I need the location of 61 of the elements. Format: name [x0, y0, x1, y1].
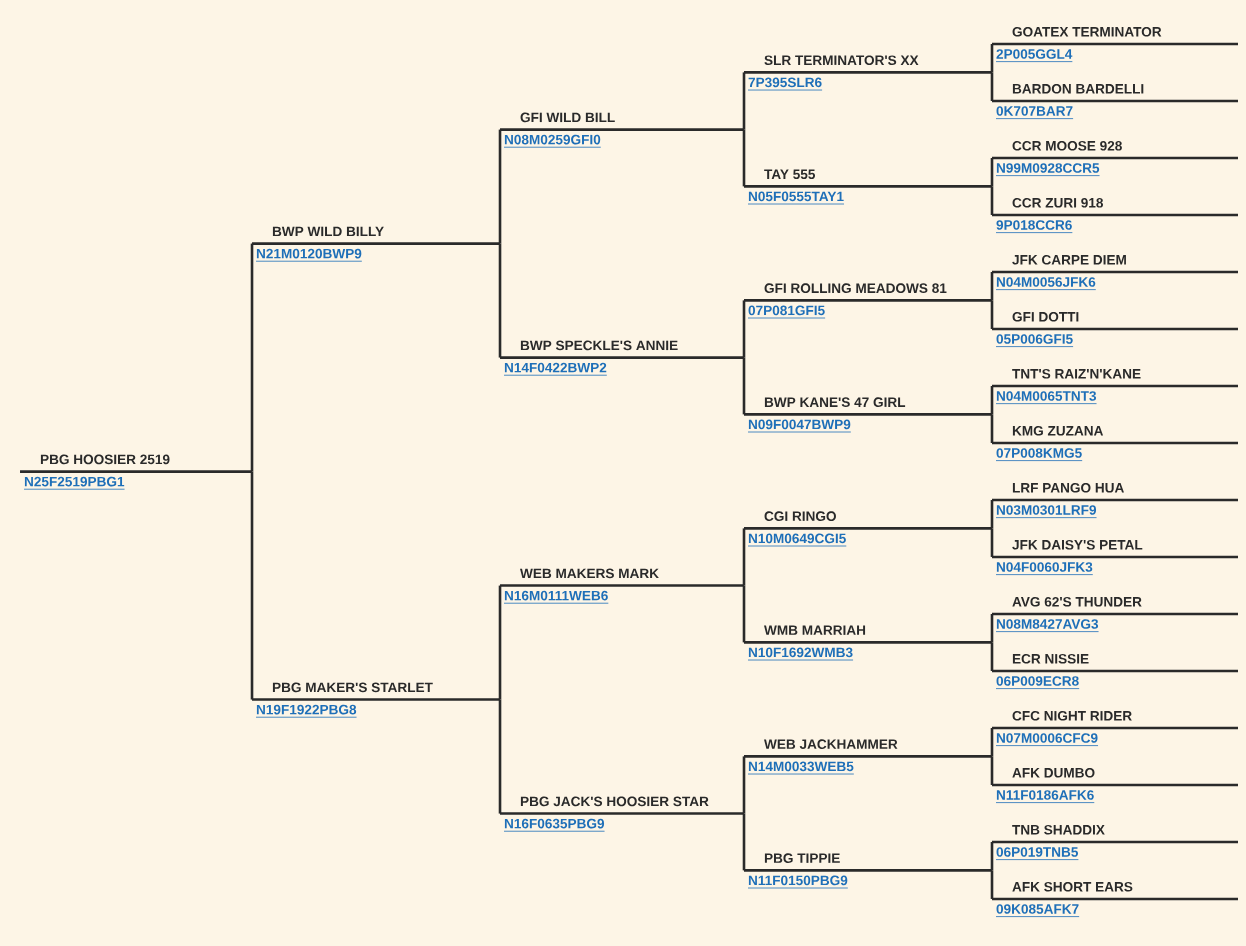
bracket-line	[498, 699, 502, 814]
bracket-line	[742, 813, 746, 871]
pedigree-entry	[500, 112, 744, 148]
pedigree-entry	[744, 397, 992, 433]
pedigree-entry	[992, 27, 1238, 62]
pedigree-entry	[252, 226, 500, 262]
bracket-line	[990, 756, 994, 785]
pedigree-entry	[992, 482, 1238, 519]
pedigree-entry	[992, 254, 1238, 290]
pedigree-entry	[744, 739, 992, 775]
bracket-line	[498, 585, 502, 700]
pedigree-entry	[992, 767, 1238, 803]
pedigree-entry	[744, 55, 992, 91]
bracket-line	[990, 300, 994, 329]
bracket-line	[990, 158, 994, 187]
pedigree-entry	[992, 368, 1238, 405]
pedigree-entry	[500, 568, 744, 604]
pedigree-entry	[992, 824, 1238, 860]
bracket-line	[990, 499, 994, 529]
pedigree-entry	[992, 141, 1238, 176]
bracket-line	[742, 585, 746, 643]
bracket-line	[990, 272, 994, 301]
pedigree-entry	[744, 625, 992, 661]
pedigree-entry	[500, 340, 744, 376]
bracket-line	[742, 72, 746, 130]
bracket-line	[498, 243, 502, 358]
bracket-line	[250, 471, 254, 700]
pedigree-entry	[744, 169, 992, 205]
pedigree-entry	[992, 197, 1238, 233]
pedigree-entry	[744, 283, 992, 319]
bracket-line	[990, 642, 994, 671]
pedigree-entry	[744, 511, 992, 547]
pedigree-entry	[500, 796, 744, 832]
bracket-line	[990, 386, 994, 415]
bracket-line	[742, 756, 746, 814]
bracket-line	[990, 841, 994, 871]
pedigree-entry	[992, 311, 1238, 347]
bracket-line	[742, 357, 746, 415]
bracket-line	[990, 44, 994, 73]
bracket-line	[990, 528, 994, 557]
pedigree-entry	[992, 881, 1238, 917]
bracket-line	[990, 72, 994, 101]
pedigree-entry	[992, 596, 1238, 632]
pedigree-entry	[992, 539, 1238, 575]
pedigree-entry	[992, 653, 1238, 689]
bracket-line	[742, 129, 746, 187]
pedigree-entry	[20, 454, 252, 490]
pedigree-entry	[744, 853, 992, 889]
bracket-line	[990, 727, 994, 757]
bracket-line	[990, 186, 994, 215]
pedigree-entry	[992, 425, 1238, 461]
pedigree-entry	[992, 84, 1238, 119]
pedigree-entry	[252, 682, 500, 718]
pedigree-entry	[992, 710, 1238, 746]
bracket-line	[250, 243, 254, 472]
bracket-line	[498, 129, 502, 244]
bracket-line	[990, 870, 994, 899]
bracket-line	[742, 300, 746, 358]
bracket-line	[990, 414, 994, 443]
bracket-line	[990, 613, 994, 643]
bracket-line	[742, 528, 746, 586]
